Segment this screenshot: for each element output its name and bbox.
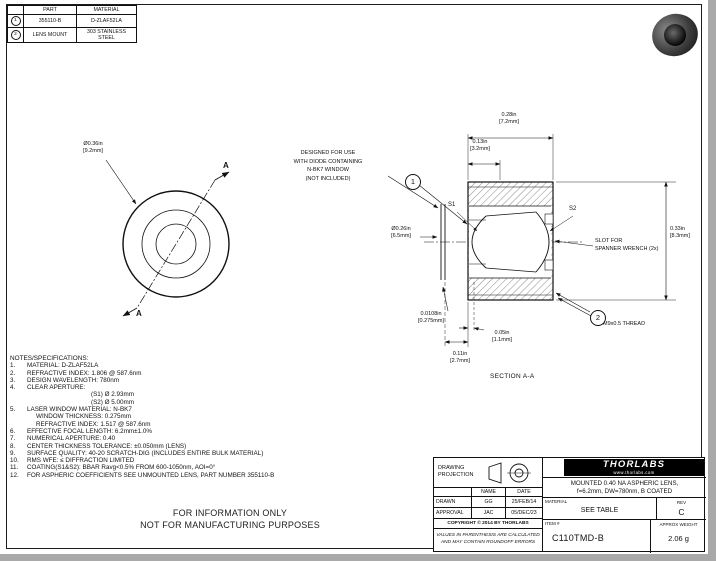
lens-glass-photo bbox=[664, 24, 686, 46]
diode-note: DESIGNED FOR USE WITH DIODE CONTAINING N… bbox=[293, 150, 363, 182]
table-row: 1 355110-B D-ZLAF52LA bbox=[7, 14, 137, 29]
parts-table: PART MATERIAL 1 355110-B D-ZLAF52LA 2 LE… bbox=[7, 4, 137, 44]
balloon-cell: 2 bbox=[7, 27, 24, 44]
material-cell: 303 STAINLESS STEEL bbox=[76, 27, 137, 44]
parts-header-material: MATERIAL bbox=[76, 4, 137, 16]
notes-heading: NOTES/SPECIFICATIONS: bbox=[10, 355, 89, 362]
drawing-frame bbox=[6, 4, 702, 549]
dim-window-thickness-label: 0.0108in [0.275mm] bbox=[418, 311, 444, 324]
surface-s1-label: S1 bbox=[448, 202, 456, 208]
item-cell: ITEM # C110TMD-B bbox=[543, 520, 651, 553]
section-caption: SECTION A-A bbox=[490, 373, 535, 380]
dim-gap-label: 0.05in [1.1mm] bbox=[492, 330, 512, 343]
section-letter-top: A bbox=[223, 161, 229, 170]
material-cell: D-ZLAF52LA bbox=[76, 14, 137, 29]
date-header: DATE bbox=[506, 488, 543, 497]
title-block: DRAWING PROJECTION NAME DATE DRAWN GG 25… bbox=[433, 457, 706, 553]
drawn-row: DRAWN GG 25/FEB/14 bbox=[434, 497, 543, 508]
note-line: WINDOW THICKNESS: 0.275mm bbox=[36, 413, 132, 421]
approval-name: JAC bbox=[472, 508, 506, 519]
note-line: 7.NUMERICAL APERTURE: 0.40 bbox=[10, 435, 116, 443]
note-line: 6.EFFECTIVE FOCAL LENGTH: 6.2mm±1.0% bbox=[10, 427, 152, 435]
weight-label: APPROX WEIGHT bbox=[659, 522, 698, 527]
rev-value: C bbox=[678, 507, 685, 517]
note-line: 4.CLEAR APERTURE: bbox=[10, 384, 86, 392]
note-line: 2.REFRACTIVE INDEX: 1.806 @ 587.6nm bbox=[10, 369, 142, 377]
dim-height-label: 0.33in [8.3mm] bbox=[670, 226, 690, 239]
front-diameter-label: Ø0.36in [9.2mm] bbox=[83, 141, 103, 154]
balloon-2: 2 bbox=[590, 310, 606, 326]
drawing-title: MOUNTED 0.40 NA ASPHERIC LENS, f=6.2mm, … bbox=[543, 478, 706, 498]
copyright-note: COPYRIGHT © 2014 BY THORLABS bbox=[434, 519, 543, 529]
parts-header-row: PART MATERIAL bbox=[7, 4, 137, 16]
drawn-name: GG bbox=[472, 497, 506, 508]
note-line: REFRACTIVE INDEX: 1.517 @ 587.6nm bbox=[36, 420, 151, 428]
approval-date: 05/DEC/23 bbox=[506, 508, 543, 519]
balloon-1-icon: 1 bbox=[10, 16, 21, 27]
logo-cell: THORLABS www.thorlabs.com bbox=[543, 458, 706, 478]
balloon-cell: 1 bbox=[7, 14, 24, 29]
note-line: (S1) Ø 2.93mm bbox=[91, 391, 135, 399]
note-line: 10.RMS WFE: ≤ DIFFRACTION LIMITED bbox=[10, 457, 135, 465]
drawn-date: 25/FEB/14 bbox=[506, 497, 543, 508]
note-line: 12.FOR ASPHERIC COEFFICIENTS SEE UNMOUNT… bbox=[10, 471, 275, 479]
third-angle-projection-icon bbox=[488, 462, 531, 484]
thorlabs-url: www.thorlabs.com bbox=[613, 470, 655, 475]
product-photo bbox=[646, 7, 704, 63]
information-only-watermark: FOR INFORMATION ONLY NOT FOR MANUFACTURI… bbox=[140, 508, 320, 530]
parts-header-part: PART bbox=[23, 4, 77, 16]
drawing-sheet: PART MATERIAL 1 355110-B D-ZLAF52LA 2 LE… bbox=[0, 0, 708, 554]
material-label: MATERIAL bbox=[545, 499, 568, 504]
parenthesis-note: VALUES IN PARENTHESIS ARE CALCULATED AND… bbox=[434, 529, 543, 552]
dim-offset-label: 0.11in [2.7mm] bbox=[450, 351, 470, 364]
weight-cell: APPROX WEIGHT 2.06 g bbox=[651, 520, 706, 553]
note-line: 1.MATERIAL: D-ZLAF52LA bbox=[10, 362, 99, 370]
weight-value: 2.06 g bbox=[668, 534, 689, 543]
part-cell: LENS MOUNT bbox=[23, 27, 77, 44]
thorlabs-logo: THORLABS www.thorlabs.com bbox=[564, 459, 704, 476]
balloon-2-icon: 2 bbox=[10, 30, 21, 41]
note-line: (S2) Ø 5.00mm bbox=[91, 398, 135, 406]
rev-label: REV bbox=[676, 500, 687, 505]
material-value: SEE TABLE bbox=[580, 507, 619, 514]
note-line: 11.COATING(S1&S2): BBAR Ravg<0.5% FROM 6… bbox=[10, 464, 216, 472]
surface-s2-label: S2 bbox=[569, 206, 577, 212]
slot-note: SLOT FOR SPANNER WRENCH (2x) bbox=[595, 238, 659, 252]
notes-specifications: NOTES/SPECIFICATIONS: 1.MATERIAL: D-ZLAF… bbox=[10, 355, 274, 479]
parts-header-balloon bbox=[7, 4, 24, 16]
note-line: 3.DESIGN WAVELENGTH: 780nm bbox=[10, 376, 120, 384]
name-header: NAME bbox=[472, 488, 506, 497]
rev-cell: REV C bbox=[657, 498, 706, 520]
approval-label: APPROVAL bbox=[434, 508, 472, 519]
part-cell: 355110-B bbox=[23, 14, 77, 29]
note-line: 5.LASER WINDOW MATERIAL: N-BK7 bbox=[10, 406, 132, 414]
name-date-header-row: NAME DATE bbox=[434, 488, 543, 497]
balloon-1: 1 bbox=[405, 174, 421, 190]
drawn-label: DRAWN bbox=[434, 497, 472, 508]
projection-cell: DRAWING PROJECTION bbox=[434, 458, 543, 488]
dim-aperture-label: Ø0.26in [6.5mm] bbox=[391, 226, 411, 239]
dim-length-label: 0.28in [7.2mm] bbox=[499, 112, 519, 125]
thread-note: M9x0.5 THREAD bbox=[603, 321, 646, 327]
table-row: 2 LENS MOUNT 303 STAINLESS STEEL bbox=[7, 27, 137, 44]
projection-label: DRAWING PROJECTION bbox=[438, 465, 474, 478]
dim-front-label: 0.13in [3.2mm] bbox=[470, 139, 490, 152]
note-line: 9.SURFACE QUALITY: 40-20 SCRATCH-DIG (IN… bbox=[10, 449, 264, 457]
item-label: ITEM # bbox=[545, 521, 560, 526]
note-line: 8.CENTER THICKNESS TOLERANCE: ±0.050mm (… bbox=[10, 442, 187, 450]
approval-row: APPROVAL JAC 05/DEC/23 bbox=[434, 508, 543, 519]
section-letter-bottom: A bbox=[136, 309, 142, 318]
material-cell: MATERIAL SEE TABLE bbox=[543, 498, 657, 520]
item-number: C110TMD-B bbox=[552, 533, 605, 543]
